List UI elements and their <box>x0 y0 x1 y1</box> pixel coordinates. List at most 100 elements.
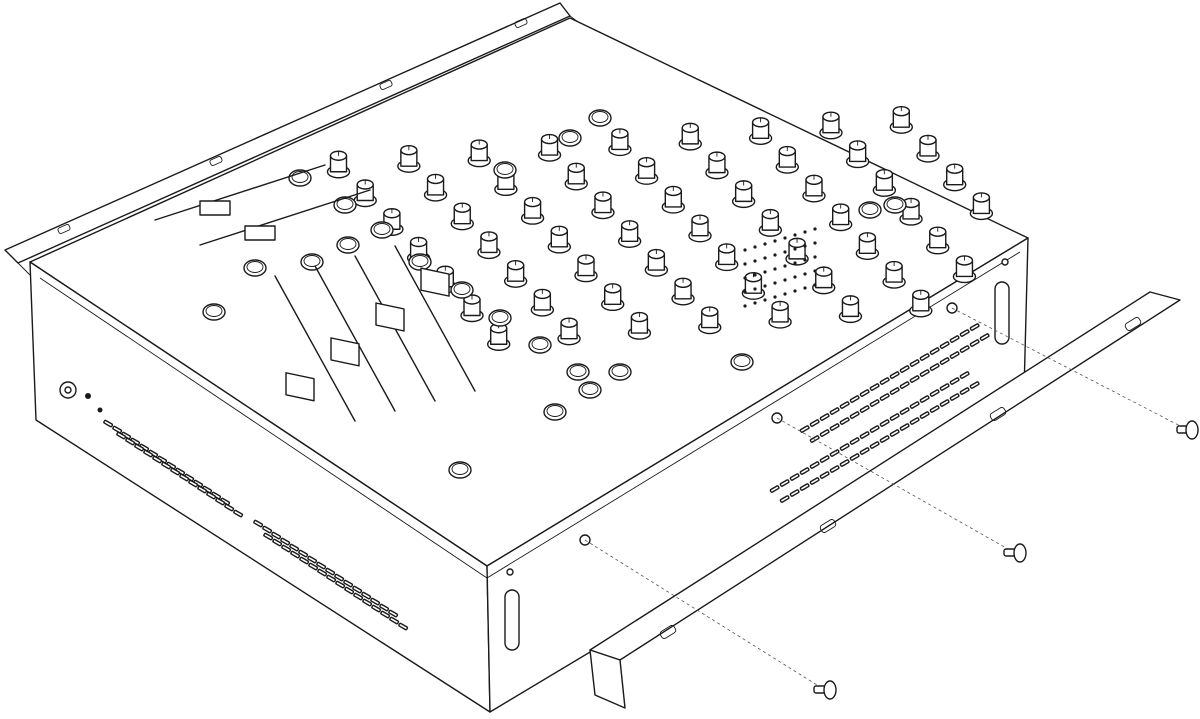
knob[interactable] <box>326 150 351 179</box>
knob[interactable] <box>768 300 792 329</box>
knob[interactable] <box>477 231 501 260</box>
vent-slot <box>308 562 319 571</box>
knob[interactable] <box>909 289 933 318</box>
knob[interactable] <box>845 140 870 169</box>
knob[interactable] <box>617 220 642 248</box>
knob[interactable] <box>889 105 913 134</box>
knob[interactable] <box>705 151 729 180</box>
vent-slot <box>361 591 372 600</box>
knob[interactable] <box>460 294 484 323</box>
channel-fader[interactable] <box>274 275 356 422</box>
button[interactable] <box>370 221 394 239</box>
button[interactable] <box>858 201 882 219</box>
knob[interactable] <box>829 203 853 232</box>
button[interactable] <box>543 403 567 421</box>
button[interactable] <box>243 259 267 277</box>
button[interactable] <box>566 363 590 381</box>
button[interactable] <box>408 253 432 271</box>
button[interactable] <box>558 129 582 147</box>
knob[interactable] <box>397 144 421 173</box>
button[interactable] <box>288 169 312 187</box>
button[interactable] <box>588 109 612 127</box>
knob[interactable] <box>741 272 766 300</box>
led <box>793 261 797 265</box>
knob[interactable] <box>775 145 799 174</box>
button[interactable] <box>202 303 226 321</box>
vent-slot <box>298 549 309 558</box>
knob[interactable] <box>644 248 669 277</box>
knob[interactable] <box>487 323 511 351</box>
knob[interactable] <box>838 295 863 324</box>
button[interactable] <box>488 309 512 327</box>
crossfader[interactable] <box>199 189 371 246</box>
button[interactable] <box>333 196 357 214</box>
knob[interactable] <box>698 306 722 335</box>
vent-slot <box>799 483 810 491</box>
knob[interactable] <box>380 208 404 236</box>
channel-fader[interactable] <box>314 265 396 412</box>
knob[interactable] <box>715 243 739 272</box>
vent-slot <box>334 573 345 582</box>
knob[interactable] <box>969 192 994 221</box>
knob[interactable] <box>952 255 977 284</box>
knob[interactable] <box>450 202 474 231</box>
button[interactable] <box>883 196 907 214</box>
button[interactable] <box>448 461 472 479</box>
knob[interactable] <box>537 133 562 162</box>
led <box>773 239 777 243</box>
knob[interactable] <box>916 134 940 163</box>
knob[interactable] <box>731 180 756 209</box>
knob[interactable] <box>802 174 826 203</box>
led <box>763 284 767 288</box>
vent-slot <box>929 389 940 397</box>
vent-slot <box>929 347 940 355</box>
knob[interactable] <box>855 232 880 261</box>
channel-fader[interactable] <box>394 245 476 392</box>
knob[interactable] <box>627 311 652 340</box>
knob[interactable] <box>678 122 702 151</box>
button[interactable] <box>608 363 632 381</box>
knob[interactable] <box>926 226 950 255</box>
knob[interactable] <box>634 156 659 185</box>
vent-slot <box>909 401 920 409</box>
vent-slot <box>325 567 336 576</box>
knob[interactable] <box>467 139 491 168</box>
knob[interactable] <box>520 196 545 225</box>
button[interactable] <box>300 253 324 271</box>
knob[interactable] <box>608 128 632 157</box>
knob[interactable] <box>671 277 695 306</box>
knob[interactable] <box>819 111 843 140</box>
button[interactable] <box>730 353 754 371</box>
knob[interactable] <box>503 259 528 288</box>
button[interactable] <box>578 381 602 399</box>
knob[interactable] <box>785 237 809 266</box>
knob[interactable] <box>758 208 783 237</box>
knob[interactable] <box>564 162 588 191</box>
knob[interactable] <box>353 179 377 208</box>
crossfader[interactable] <box>154 164 326 221</box>
button[interactable] <box>450 281 474 299</box>
knob[interactable] <box>591 191 615 220</box>
knob[interactable] <box>872 169 897 197</box>
knob[interactable] <box>547 225 571 254</box>
channel-fader[interactable] <box>354 255 436 402</box>
button[interactable] <box>336 236 360 254</box>
knob[interactable] <box>574 254 598 283</box>
knob[interactable] <box>688 214 712 243</box>
knob[interactable] <box>530 288 555 317</box>
vent-slot <box>849 453 860 461</box>
button[interactable] <box>493 161 517 179</box>
button[interactable] <box>528 336 552 354</box>
led <box>743 262 747 266</box>
knob[interactable] <box>812 266 836 295</box>
knob[interactable] <box>601 283 625 312</box>
knob[interactable] <box>661 185 685 214</box>
knob[interactable] <box>943 163 967 192</box>
knob[interactable] <box>748 117 773 146</box>
knob[interactable] <box>557 317 581 346</box>
knob[interactable] <box>899 197 923 226</box>
knob[interactable] <box>882 260 906 289</box>
knob[interactable] <box>423 173 448 202</box>
led <box>773 253 777 257</box>
led <box>763 256 767 260</box>
